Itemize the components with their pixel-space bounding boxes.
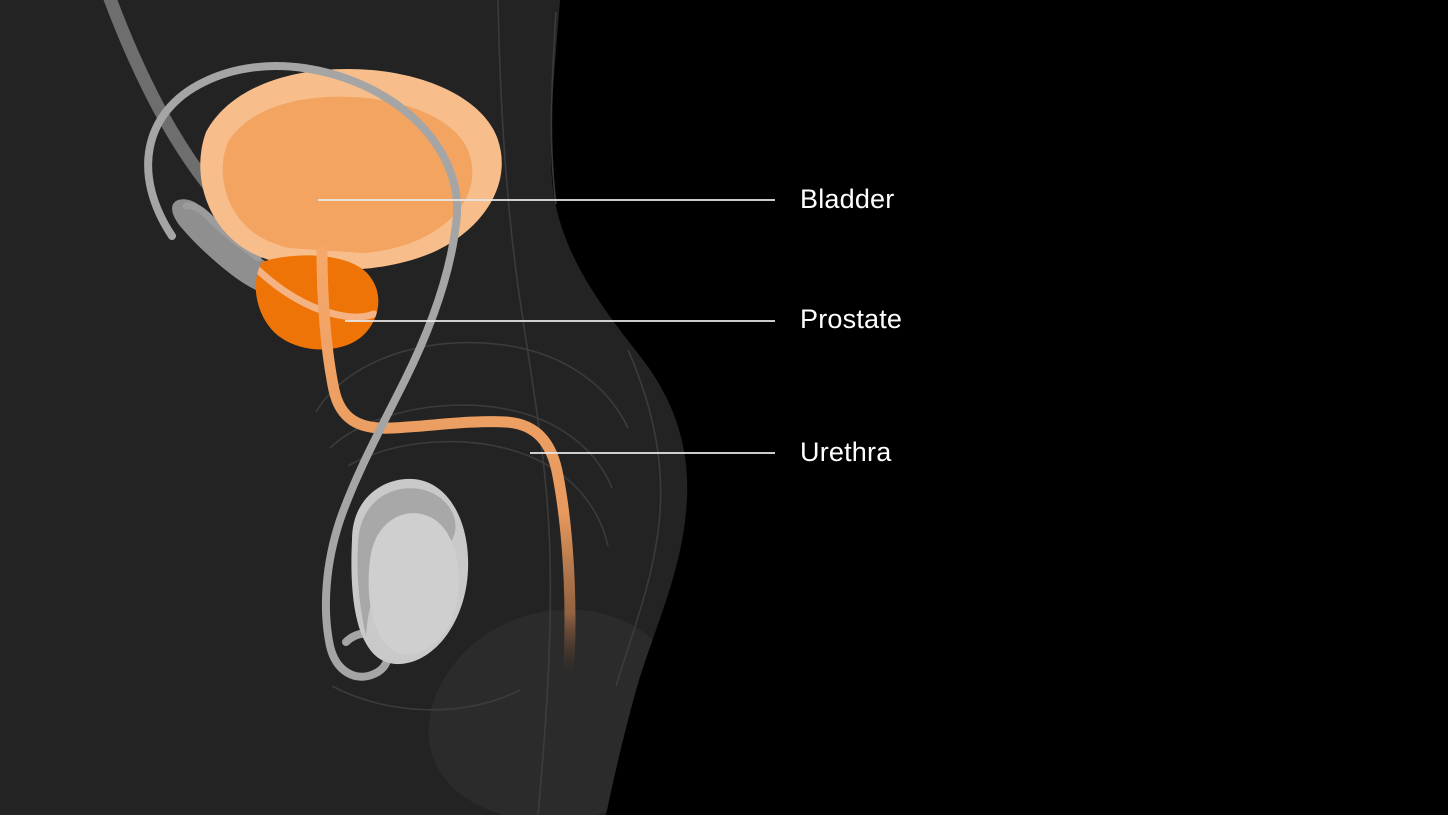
prostate-gland — [255, 255, 379, 350]
outline-scrotum-edge — [331, 685, 521, 711]
testis — [368, 513, 459, 655]
testicle-group — [351, 478, 469, 665]
outline-spine-line — [497, 0, 552, 815]
outline-pelvic-floor — [347, 440, 609, 547]
bladder-group — [200, 68, 502, 272]
leader-lines — [318, 199, 775, 454]
ejaculatory-duct — [255, 255, 378, 321]
bladder-lumen — [222, 96, 473, 255]
urethra-group — [316, 246, 576, 678]
outline-abdominal-wall — [550, 11, 557, 205]
outline-pubic-arch — [315, 341, 629, 429]
label-urethra: Urethra — [800, 437, 892, 467]
outline-inner-thigh — [615, 349, 662, 687]
urethra-tube — [316, 246, 576, 678]
prostate-group — [255, 255, 379, 350]
vas-deferens-upper-arc — [144, 62, 462, 240]
label-prostate: Prostate — [800, 304, 903, 334]
label-bladder: Bladder — [800, 184, 895, 214]
